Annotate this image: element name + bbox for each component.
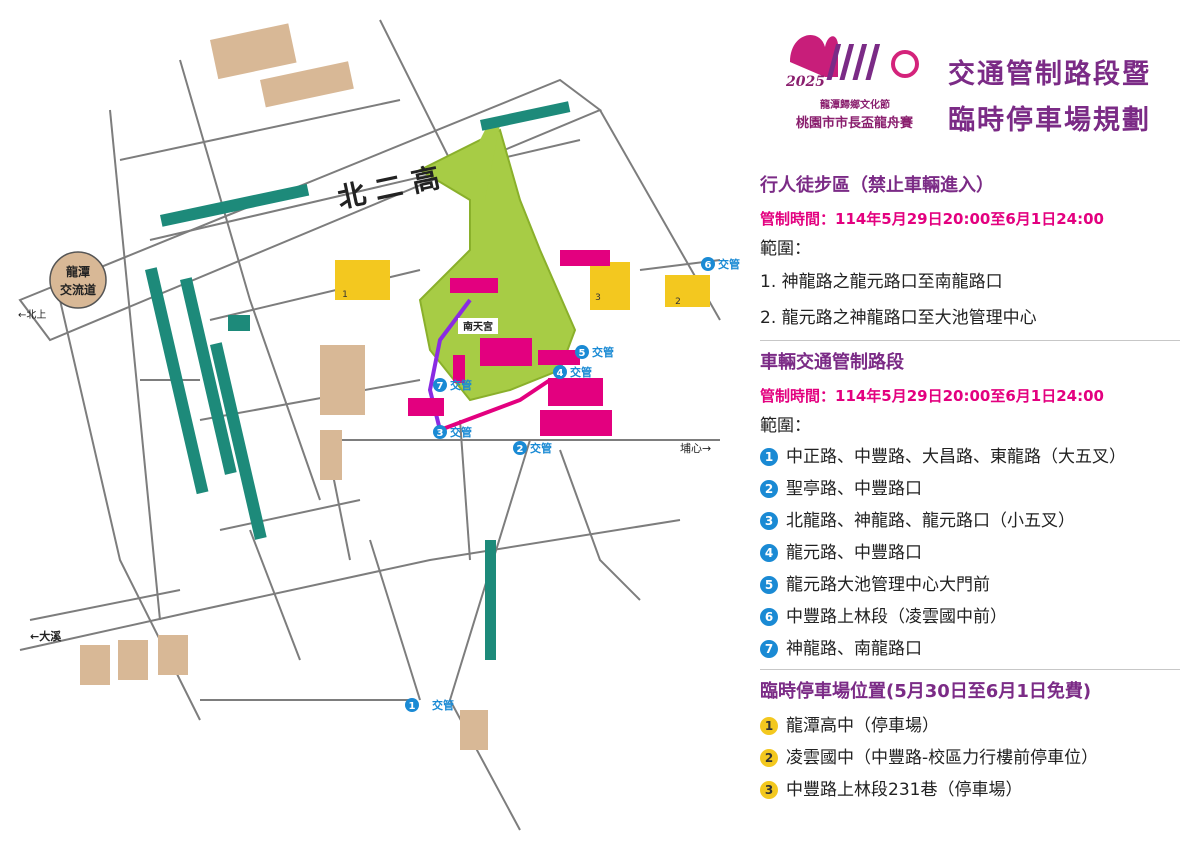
svg-text:2: 2 <box>675 297 681 307</box>
svg-text:3: 3 <box>595 293 601 303</box>
svg-text:交管: 交管 <box>592 345 614 359</box>
building-longtan-junior <box>210 23 297 80</box>
traffic-number-icon: 1 <box>760 448 778 466</box>
traffic-item-4: 4 龍元路、中豐路口 <box>760 537 1180 569</box>
parking-item-text: 龍潭高中（停車場） <box>786 716 939 736</box>
traffic-number-icon: 4 <box>760 544 778 562</box>
parking-number-icon: 3 <box>760 781 778 799</box>
svg-text:4: 4 <box>557 368 564 379</box>
teal-bar-2 <box>480 101 571 131</box>
festival-logo: 2025 龍潭歸鄉文化節 桃園市市長盃龍舟賽 <box>780 22 930 134</box>
title-line-2: 臨時停車場規劃 <box>948 105 1151 136</box>
interchange-circle <box>49 251 107 309</box>
parking-item-text: 凌雲國中（中豐路-校區力行樓前停車位） <box>786 748 1099 768</box>
parking-number-icon: 1 <box>760 717 778 735</box>
divider <box>760 340 1180 341</box>
svg-text:5: 5 <box>579 348 586 359</box>
building-gangshan <box>460 710 488 750</box>
parking-item-3: 3 中豐路上林段231巷（停車場） <box>760 774 1180 806</box>
to-daxi-label: ←大溪 <box>30 629 62 643</box>
teal-bar-6 <box>228 315 250 331</box>
svg-text:交管: 交管 <box>718 257 740 271</box>
teal-bar-1 <box>159 183 310 227</box>
svg-text:1: 1 <box>409 701 416 712</box>
pedestrian-time: 管制時間：114年5月29日20:00至6月1日24:00 <box>760 210 1104 228</box>
interchange-label-1: 龍潭 <box>66 264 90 279</box>
traffic-item-text: 中豐路上林段（凌雲國中前） <box>786 607 1007 627</box>
parking-item-1: 1 龍潭高中（停車場） <box>760 710 1180 742</box>
building-longyuan-temple <box>320 430 342 480</box>
svg-text:交管: 交管 <box>530 441 552 455</box>
traffic-scope: 範圍： <box>760 416 811 436</box>
teal-bar-4 <box>179 277 237 475</box>
parking-item-text: 中豐路上林段231巷（停車場） <box>786 780 1023 800</box>
page-title: 交通管制路段暨 臨時停車場規劃 <box>948 52 1151 144</box>
traffic-item-text: 神龍路、南龍路口 <box>786 639 922 659</box>
park-strip <box>470 120 500 200</box>
traffic-time: 管制時間：114年5月29日20:00至6月1日24:00 <box>760 387 1104 405</box>
svg-text:1: 1 <box>342 290 348 300</box>
pedestrian-item-1: 1. 神龍路之龍元路口至南龍路口 <box>760 272 1003 292</box>
pedestrian-scope: 範圍： <box>760 239 811 259</box>
legend-panel: 行人徒步區（禁止車輛進入） 管制時間：114年5月29日20:00至6月1日24… <box>760 168 1180 806</box>
traffic-item-text: 龍元路大池管理中心大門前 <box>786 575 990 595</box>
parking-number-icon: 2 <box>760 749 778 767</box>
traffic-number-icon: 7 <box>760 640 778 658</box>
pedestrian-zone-2 <box>439 378 552 432</box>
teal-bar-5 <box>210 342 267 540</box>
svg-text:3: 3 <box>437 428 444 439</box>
title-line-1: 交通管制路段暨 <box>948 59 1151 90</box>
logo-festival: 龍潭歸鄉文化節 <box>820 100 890 111</box>
svg-text:7: 7 <box>437 381 444 392</box>
traffic-item-text: 聖亭路、中豐路口 <box>786 479 922 499</box>
to-pingxin-label: 埔心→ <box>680 442 711 455</box>
interchange-label-2: 交流道 <box>60 282 96 297</box>
svg-text:6: 6 <box>705 260 712 271</box>
traffic-item-1: 1 中正路、中豐路、大昌路、東龍路（大五叉） <box>760 441 1180 473</box>
building-shuanglong <box>259 61 354 108</box>
parking-title: 臨時停車場位置(5月30日至6月1日免費) <box>760 681 1092 702</box>
divider <box>760 669 1180 670</box>
svg-text:交管: 交管 <box>450 378 472 392</box>
traffic-item-text: 龍元路、中豐路口 <box>786 543 922 563</box>
building-longtan-elem <box>320 345 365 415</box>
logo-year: 2025 <box>786 74 825 90</box>
traffic-markers: 1 交管 2 交管 3 交管 4 交管 5 交管 6 交管 7 交管 <box>405 257 740 712</box>
traffic-item-3: 3 北龍路、神龍路、龍元路口（小五叉） <box>760 505 1180 537</box>
traffic-item-2: 2 聖亭路、中豐路口 <box>760 473 1180 505</box>
svg-text:交管: 交管 <box>570 365 592 379</box>
building-district-office <box>80 645 110 685</box>
building-lane231 <box>590 262 630 310</box>
pedestrian-item-2: 2. 龍元路之神龍路口至大池管理中心 <box>760 308 1037 328</box>
svg-text:2: 2 <box>517 444 524 455</box>
teal-bar-3 <box>145 267 209 495</box>
road-network <box>18 19 721 831</box>
building-police <box>158 635 188 675</box>
logo-event: 桃園市市長盃龍舟賽 <box>796 116 914 131</box>
traffic-item-6: 6 中豐路上林段（凌雲國中前） <box>760 601 1180 633</box>
teal-bar-7 <box>485 540 496 660</box>
traffic-number-icon: 6 <box>760 608 778 626</box>
event-tags <box>408 250 612 436</box>
traffic-item-text: 中正路、中豐路、大昌路、東龍路（大五叉） <box>786 447 1126 467</box>
to-beishang-label: ←北上 <box>18 309 46 321</box>
traffic-title: 車輛交通管制路段 <box>760 352 904 373</box>
dragon-logo-icon <box>790 35 919 80</box>
traffic-number-icon: 2 <box>760 480 778 498</box>
traffic-item-5: 5 龍元路大池管理中心大門前 <box>760 569 1180 601</box>
traffic-item-text: 北龍路、神龍路、龍元路口（小五叉） <box>786 511 1075 531</box>
building-lingyun <box>665 275 710 307</box>
svg-text:交管: 交管 <box>432 698 454 712</box>
traffic-item-7: 7 神龍路、南龍路口 <box>760 633 1180 665</box>
traffic-number-icon: 5 <box>760 576 778 594</box>
parking-item-2: 2 凌雲國中（中豐路-校區力行樓前停車位） <box>760 742 1180 774</box>
event-map: 北 二 高 龍潭 交流道 南天宮 1 2 3 1 交管 2 交管 3 交管 4 … <box>18 19 740 831</box>
svg-text:交管: 交管 <box>450 425 472 439</box>
traffic-number-icon: 3 <box>760 512 778 530</box>
building-fire <box>118 640 148 680</box>
parking-markers: 1 2 3 <box>339 287 684 307</box>
pedestrian-title: 行人徒步區（禁止車輛進入） <box>760 175 994 196</box>
nantian-temple-label: 南天宮 <box>463 320 493 333</box>
